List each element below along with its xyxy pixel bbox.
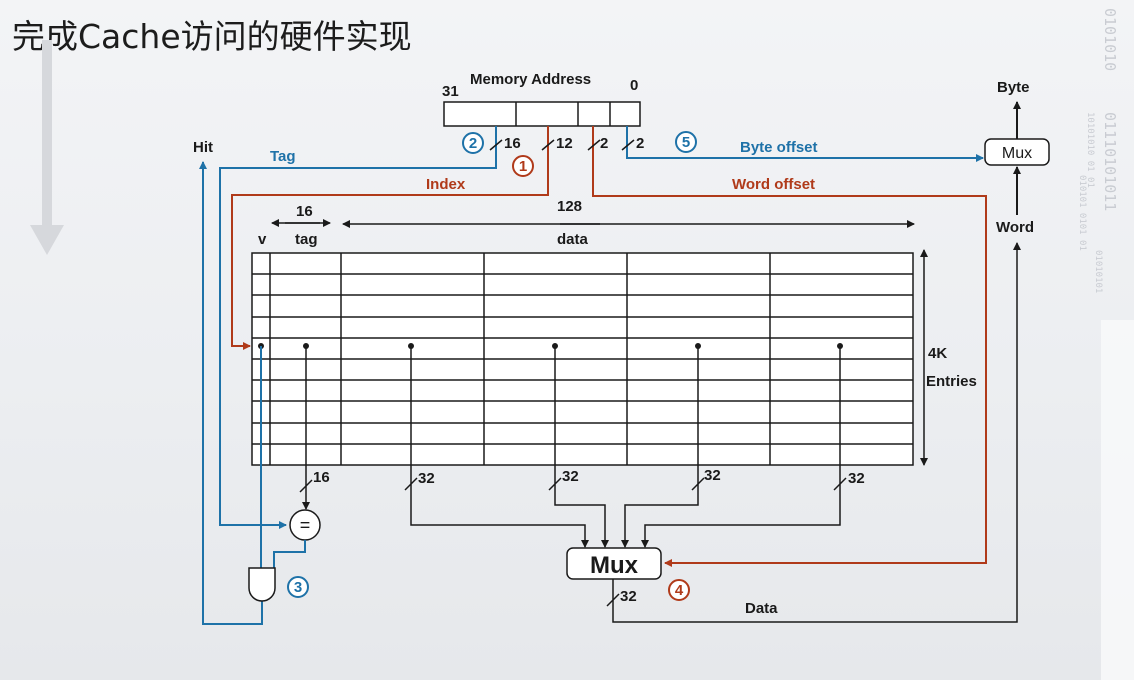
tag-bits-label: 16 xyxy=(296,203,313,220)
tag-slash xyxy=(489,139,503,151)
hit-line xyxy=(199,161,263,625)
slide-title: 完成Cache访问的硬件实现 xyxy=(12,17,412,56)
svg-text:1: 1 xyxy=(519,158,527,175)
svg-text:2: 2 xyxy=(469,135,477,152)
step-1-marker: 1 xyxy=(512,155,534,177)
low-bit-label: 0 xyxy=(630,77,638,94)
index-label: Index xyxy=(426,176,466,193)
word-offset-slash xyxy=(587,139,601,151)
svg-text:3: 3 xyxy=(294,579,302,596)
decorative-binary-strip: 0101010 01110101011 10101010 01 01 01010… xyxy=(1077,0,1134,680)
word-offset-width-label: 2 xyxy=(600,135,608,152)
compare-to-and-line xyxy=(273,540,306,568)
word-mux-label: Mux xyxy=(590,552,639,579)
byte-offset-slash xyxy=(621,139,635,151)
data-output-slash xyxy=(606,593,620,607)
comparator-symbol: = xyxy=(300,515,311,535)
index-line xyxy=(231,126,549,350)
step-2-marker: 2 xyxy=(462,132,484,154)
memory-address-register xyxy=(443,101,641,127)
svg-text:4: 4 xyxy=(675,582,684,599)
memory-address-label: Memory Address xyxy=(470,71,591,88)
byte-offset-line xyxy=(626,126,984,162)
byte-offset-label: Byte offset xyxy=(740,139,818,156)
tag-line xyxy=(219,126,497,529)
byte-label: Byte xyxy=(997,79,1030,96)
data-output-label: Data xyxy=(745,600,778,617)
word-offset-line xyxy=(592,126,987,567)
cache-tag-label: tag xyxy=(295,231,318,248)
word-mux xyxy=(566,547,662,580)
word-offset-label: Word offset xyxy=(732,176,815,193)
word1-width-label: 32 xyxy=(562,468,579,485)
tag-width-label: 16 xyxy=(504,135,521,152)
decorative-arrow xyxy=(30,40,64,255)
tag-label: Tag xyxy=(270,148,296,165)
word3-width-label: 32 xyxy=(848,470,865,487)
stored-tag-slash xyxy=(299,479,313,493)
byte-mux-label: Mux xyxy=(1002,145,1032,162)
entries-label: Entries xyxy=(926,373,977,390)
index-slash xyxy=(541,139,555,151)
hit-label: Hit xyxy=(193,139,213,156)
cache-table xyxy=(251,252,914,466)
byte-offset-width-label: 2 xyxy=(636,135,644,152)
data-bits-label: 128 xyxy=(557,198,582,215)
high-bit-label: 31 xyxy=(442,83,459,100)
and-gate xyxy=(248,567,276,602)
svg-text:5: 5 xyxy=(682,134,690,151)
word2-width-label: 32 xyxy=(704,467,721,484)
stored-tag-width-label: 16 xyxy=(313,469,330,486)
data-output-width-label: 32 xyxy=(620,588,637,605)
step-4-marker: 4 xyxy=(668,579,690,601)
data-word-lines xyxy=(404,346,847,548)
cache-data-label: data xyxy=(557,231,589,248)
entries-count-label: 4K xyxy=(928,345,947,362)
step-5-marker: 5 xyxy=(675,131,697,153)
word0-width-label: 32 xyxy=(418,470,435,487)
step-3-marker: 3 xyxy=(287,576,309,598)
index-width-label: 12 xyxy=(556,135,573,152)
v-label: v xyxy=(258,231,267,248)
word-label: Word xyxy=(996,219,1034,236)
